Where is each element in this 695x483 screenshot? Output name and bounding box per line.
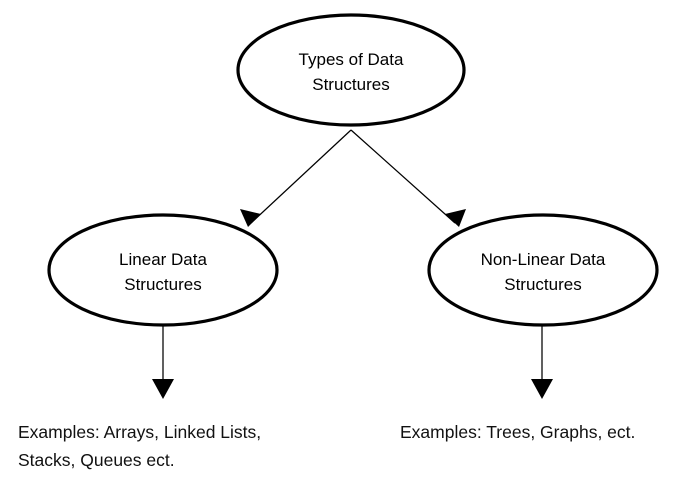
connector-root-to-nonlinear (350, 129, 466, 227)
root-to-linear-arrowhead (240, 209, 261, 227)
examples-linear-text: Examples: Arrays, Linked Lists, Stacks, … (18, 422, 261, 470)
examples-linear-line1: Examples: Arrays, Linked Lists, (18, 422, 261, 442)
connector-linear-to-examples (152, 326, 174, 399)
linear-node-label-line2: Structures (124, 275, 201, 294)
node-linear-data-structures[interactable]: Linear Data Structures (47, 213, 279, 327)
nonlinear-node-label-line1: Non-Linear Data (481, 250, 606, 269)
nonlinear-to-examples-arrowhead (531, 379, 553, 399)
nonlinear-node-label-line2: Structures (504, 275, 581, 294)
nonlinear-node-ellipse[interactable] (427, 213, 659, 327)
root-to-nonlinear-line (350, 129, 456, 224)
node-types-of-data-structures[interactable]: Types of Data Structures (236, 13, 466, 127)
examples-linear-line2: Stacks, Queues ect. (18, 450, 175, 470)
root-to-nonlinear-arrowhead (445, 209, 466, 227)
linear-node-ellipse[interactable] (47, 213, 279, 327)
root-to-linear-line (250, 129, 352, 224)
connector-root-to-linear (240, 129, 352, 227)
root-node-label-line2: Structures (312, 75, 389, 94)
root-node-ellipse[interactable] (236, 13, 466, 127)
linear-to-examples-arrowhead (152, 379, 174, 399)
node-non-linear-data-structures[interactable]: Non-Linear Data Structures (427, 213, 659, 327)
examples-nonlinear-line1: Examples: Trees, Graphs, ect. (400, 422, 635, 442)
linear-node-label-line1: Linear Data (119, 250, 207, 269)
root-node-label-line1: Types of Data (299, 50, 404, 69)
connector-nonlinear-to-examples (531, 326, 553, 399)
examples-nonlinear-text: Examples: Trees, Graphs, ect. (400, 422, 635, 442)
